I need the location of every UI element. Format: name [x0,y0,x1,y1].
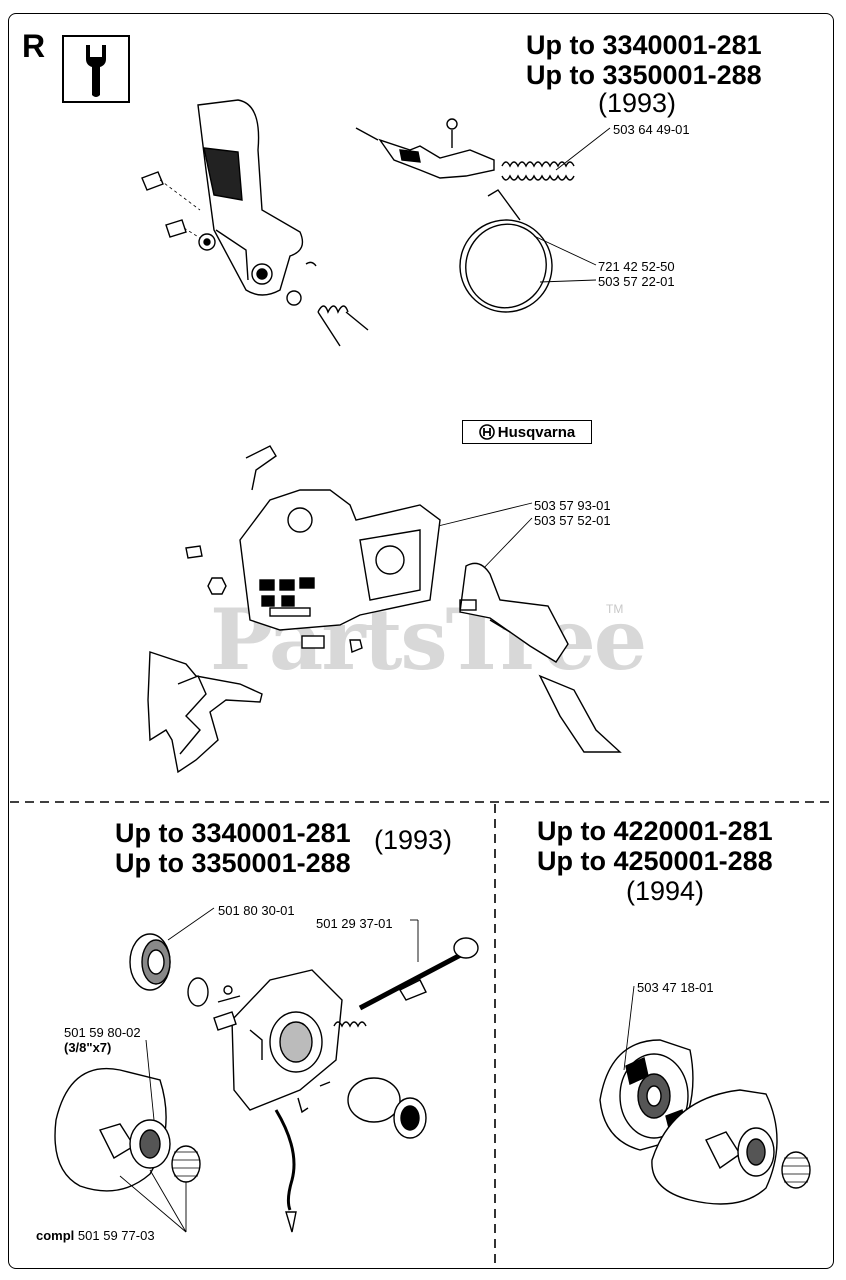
part-number-label: 503 47 18-01 [637,980,714,995]
brake-lever [355,118,495,179]
screw-part [185,545,363,653]
brake-band [459,189,553,313]
wrench-icon [62,35,130,103]
clutch-assembly [599,1039,811,1205]
logo-text: Husqvarna [497,423,576,441]
leader-line [623,985,635,1071]
spike-bumper [147,651,263,774]
watermark-trademark: TM [606,602,624,616]
part-number-label: 503 64 49-01 [613,122,690,137]
compl-label: compl 501 59 77-03 [36,1228,155,1243]
screw-part [165,219,216,251]
clutch-drum [54,1067,201,1192]
bottom-left-heading-line1: Up to 3340001-281 [115,818,351,848]
part-number-label: 503 57 93-01 [534,498,611,513]
coil-spring [501,161,575,181]
compl-prefix: compl [36,1228,75,1243]
crown-icon [478,424,495,440]
small-parts [213,985,427,1233]
part-number-label: 503 57 52-01 [534,513,611,528]
top-heading-line2: Up to 3350001-288 [526,60,762,90]
top-year: (1993) [598,88,677,118]
guide-plate [459,562,622,753]
part-number-label: 721 42 52-50 [598,259,675,274]
part-number-label: 501 80 30-01 [218,903,295,918]
bottom-right-heading-line1: Up to 4220001-281 [537,816,773,846]
section-letter: R [22,28,46,64]
size-note: (3/8"x7) [64,1040,112,1055]
screw-part [141,171,201,211]
drive-shaft [333,937,479,1028]
part-number-label: 501 59 80-02 [64,1025,141,1040]
washer-part [187,977,209,1007]
part-number-label: 501 29 37-01 [316,916,393,931]
top-heading-line1: Up to 3340001-281 [526,30,762,60]
leader-lines [119,907,419,1233]
compl-number: 501 59 77-03 [77,1228,155,1243]
leader-lines [429,127,611,573]
bottom-right-heading-line2: Up to 4250001-288 [537,846,773,876]
clutch-cover [239,445,441,631]
bottom-left-year: (1993) [374,825,453,855]
chain-sprocket-rim [129,933,171,991]
husqvarna-logo: Husqvarna [462,420,592,444]
spring-part [286,261,369,347]
bar-nut-part [301,635,325,649]
bottom-left-heading-line2: Up to 3350001-288 [115,848,351,878]
chain-brake-handle [197,99,304,296]
diagram-frame [8,13,834,1269]
oil-pump-housing [231,969,343,1111]
bottom-right-year: (1994) [626,876,705,906]
part-number-label: 503 57 22-01 [598,274,675,289]
